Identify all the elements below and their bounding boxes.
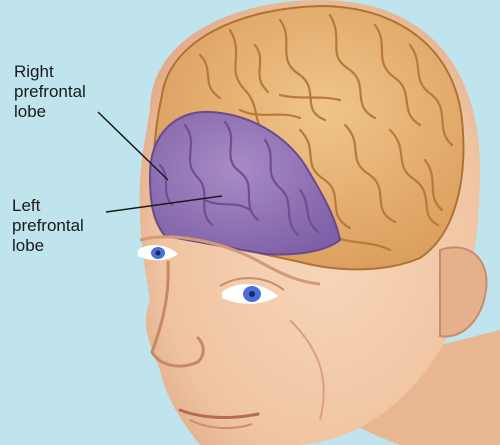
right-prefrontal-label-line-2: prefrontal xyxy=(14,82,86,101)
left-prefrontal-leader-line xyxy=(105,195,223,213)
ear-shape xyxy=(439,246,488,338)
prefrontal-folds xyxy=(158,120,320,237)
right-prefrontal-label-line-1: Right xyxy=(14,62,54,81)
right-prefrontal-label: Right prefrontal lobe xyxy=(14,62,86,122)
left-prefrontal-label: Left prefrontal lobe xyxy=(12,196,84,256)
mouth-shape xyxy=(178,408,260,419)
brain-folds xyxy=(198,13,454,252)
brow-shape xyxy=(139,235,321,286)
left-prefrontal-label-line-1: Left xyxy=(12,196,41,215)
left-prefrontal-label-line-2: prefrontal xyxy=(12,216,84,235)
right-prefrontal-label-line-3: lobe xyxy=(14,102,47,121)
left-eye xyxy=(138,245,178,261)
nose-shape xyxy=(150,260,205,368)
right-eye xyxy=(219,277,285,304)
cheek-contour xyxy=(289,319,325,421)
right-prefrontal-leader-line xyxy=(97,111,169,181)
left-prefrontal-label-line-3: lobe xyxy=(12,236,45,255)
